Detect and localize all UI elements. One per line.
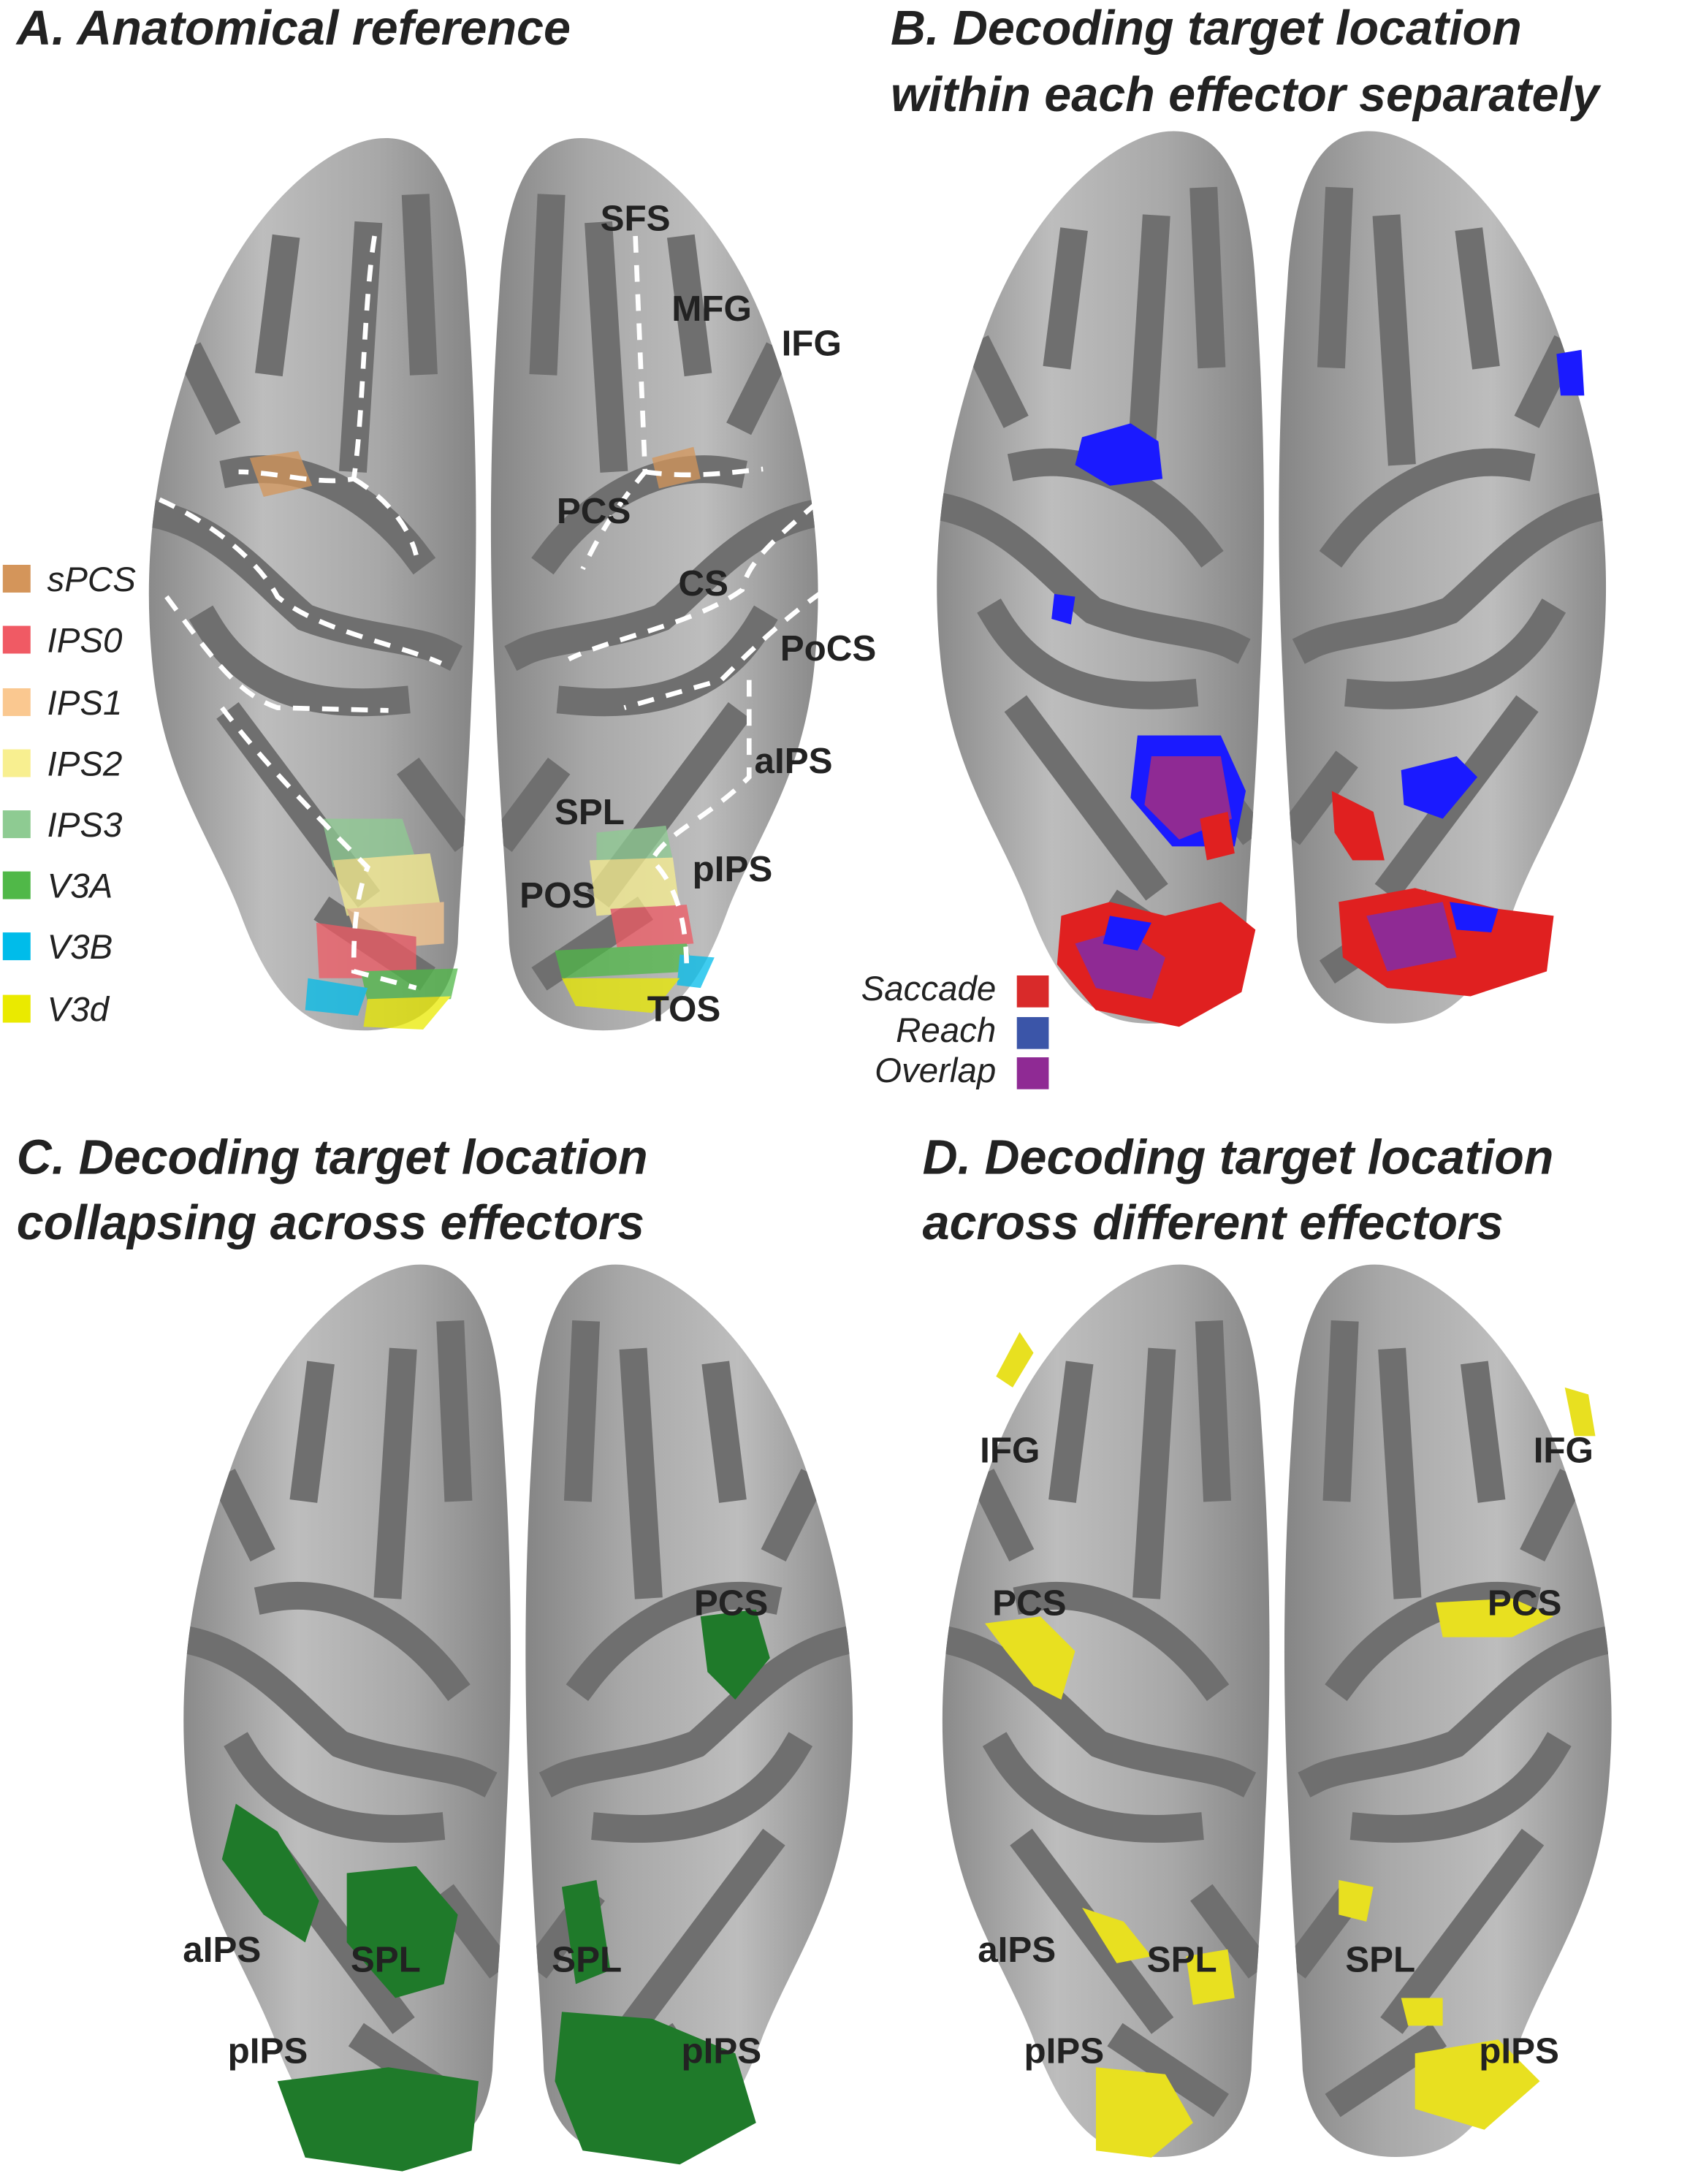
label-pcs-right: PCS [1488,1583,1562,1623]
swatch-reach [1016,1016,1049,1049]
decoding-overlays [985,1331,1596,2158]
anatomical-labels: SFS MFG IFG PCS CS PoCS aIPS SPL pIPS PO… [519,198,876,1029]
legend-reach: Reach [896,1011,996,1050]
panel-d-title-line1: D. Decoding target location [923,1131,1554,1185]
brain-hemispheres [183,1265,853,2157]
legend-v3b: V3B [47,928,113,967]
label-spl-left: SPL [351,1939,421,1979]
legend-ips2: IPS2 [47,745,123,784]
label-ifg-right: IFG [1534,1430,1594,1470]
label-pips-left: pIPS [228,2031,308,2071]
brain-hemispheres [943,1265,1612,2157]
panel-a: A. Anatomical reference SFS MFG IFG PCS [2,1,876,1030]
panel-a-title: A. Anatomical reference [15,1,571,56]
sulcus-outlines [158,235,848,991]
swatch-overlap [1016,1057,1049,1089]
panel-d: D. Decoding target location across diffe… [923,1131,1612,2158]
roi-legend: sPCS IPS0 IPS1 IPS2 IPS3 V3A V3B V3d [2,560,137,1030]
decoding-overlays [1051,349,1585,1027]
panel-c: C. Decoding target location collapsing a… [17,1131,853,2172]
label-spl-right: SPL [1345,1939,1415,1979]
label-aips: aIPS [183,1930,261,1970]
panel-b-title-line2: within each effector separately [891,68,1602,122]
legend-ips0: IPS0 [47,622,123,661]
label-pips-left: pIPS [1024,2031,1104,2071]
swatch-spcs [2,564,31,593]
panel-c-title-line1: C. Decoding target location [17,1131,648,1185]
label-spl: SPL [555,792,625,832]
label-pcs: PCS [694,1583,769,1623]
label-pips-right: pIPS [681,2031,761,2071]
roi-overlays [249,446,715,1030]
region-labels: PCS aIPS SPL SPL pIPS pIPS [183,1583,768,2071]
label-mfg: MFG [671,289,752,329]
label-aips: aIPS [978,1930,1056,1970]
legend-v3d: V3d [47,991,110,1030]
panel-b: B. Decoding target location within each … [861,1,1606,1090]
label-pcs-left: PCS [992,1583,1067,1623]
panel-c-title-line2: collapsing across effectors [17,1196,644,1250]
swatch-v3d [2,994,31,1023]
legend-v3a: V3A [47,867,113,906]
label-pos: POS [519,875,595,916]
label-sfs: SFS [601,198,671,238]
label-ifg: IFG [782,323,842,363]
label-pips-right: pIPS [1479,2031,1559,2071]
label-pips: pIPS [693,849,773,889]
swatch-ips1 [2,688,31,716]
legend-ips3: IPS3 [47,806,123,845]
swatch-ips3 [2,810,31,839]
decoding-overlays [221,1609,770,2172]
legend-spcs: sPCS [47,560,137,599]
legend-saccade: Saccade [861,970,997,1008]
effector-legend: Saccade Reach Overlap [861,970,1049,1090]
swatch-ips2 [2,749,31,777]
legend-overlap: Overlap [875,1051,996,1090]
label-spl-right: SPL [552,1939,622,1979]
swatch-saccade [1016,975,1049,1008]
label-spl-left: SPL [1147,1939,1217,1979]
panel-b-title-line1: B. Decoding target location [891,1,1522,56]
label-aips: aIPS [755,741,833,781]
label-tos: TOS [647,989,721,1030]
swatch-v3a [2,871,31,899]
brain-hemispheres [937,131,1606,1023]
label-pcs: PCS [557,491,631,531]
label-cs: CS [678,563,728,604]
swatch-v3b [2,932,31,961]
region-labels: IFG IFG PCS PCS aIPS SPL SPL pIPS pIPS [978,1430,1594,2071]
swatch-ips0 [2,625,31,654]
label-ifg-left: IFG [980,1430,1040,1470]
label-pocs: PoCS [780,628,877,669]
panel-d-title-line2: across different effectors [923,1196,1504,1250]
legend-ips1: IPS1 [47,684,123,723]
